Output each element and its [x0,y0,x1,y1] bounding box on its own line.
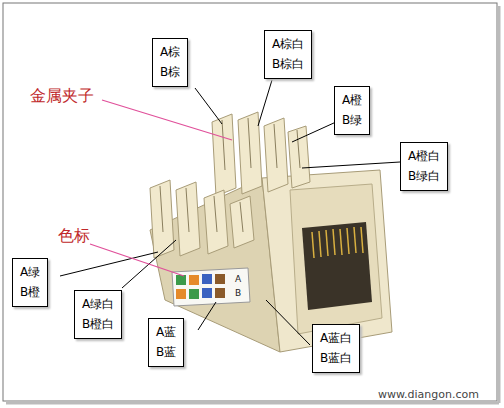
callout-box: A棕白B棕白 [264,30,312,79]
pair-color: B橙白 [82,314,114,334]
pair-color: A蓝白 [320,328,352,348]
pair-color: A橙 [342,90,362,110]
callout-box: A绿B橙 [12,258,48,307]
watermark: www.diangon.com [378,388,479,401]
part-label: 色标 [58,226,90,245]
pair-color: A橙白 [408,146,440,166]
callout-box: A蓝白B蓝白 [312,324,360,373]
pair-color: A绿白 [82,294,114,314]
pair-color: B棕白 [272,54,304,74]
callout-box: A棕B棕 [152,38,188,87]
pair-color: A棕 [160,42,180,62]
pair-color: B蓝白 [320,348,352,368]
code-letter: A [235,274,241,285]
pair-color: B棕 [160,62,180,82]
pair-color: B橙 [20,282,40,302]
callout-box: A橙白B绿白 [400,142,448,191]
callout-box: A绿白B橙白 [74,290,122,339]
pair-color: A绿 [20,262,40,282]
pair-color: A棕白 [272,34,304,54]
pair-color: A蓝 [156,322,176,342]
callout-box: A蓝B蓝 [148,318,184,367]
pair-color: B绿 [342,110,362,130]
pair-color: B蓝 [156,342,176,362]
code-letter: B [235,288,241,299]
pair-color: B绿白 [408,166,440,186]
part-label: 金属夹子 [30,86,94,105]
callout-box: A橙B绿 [334,86,370,135]
